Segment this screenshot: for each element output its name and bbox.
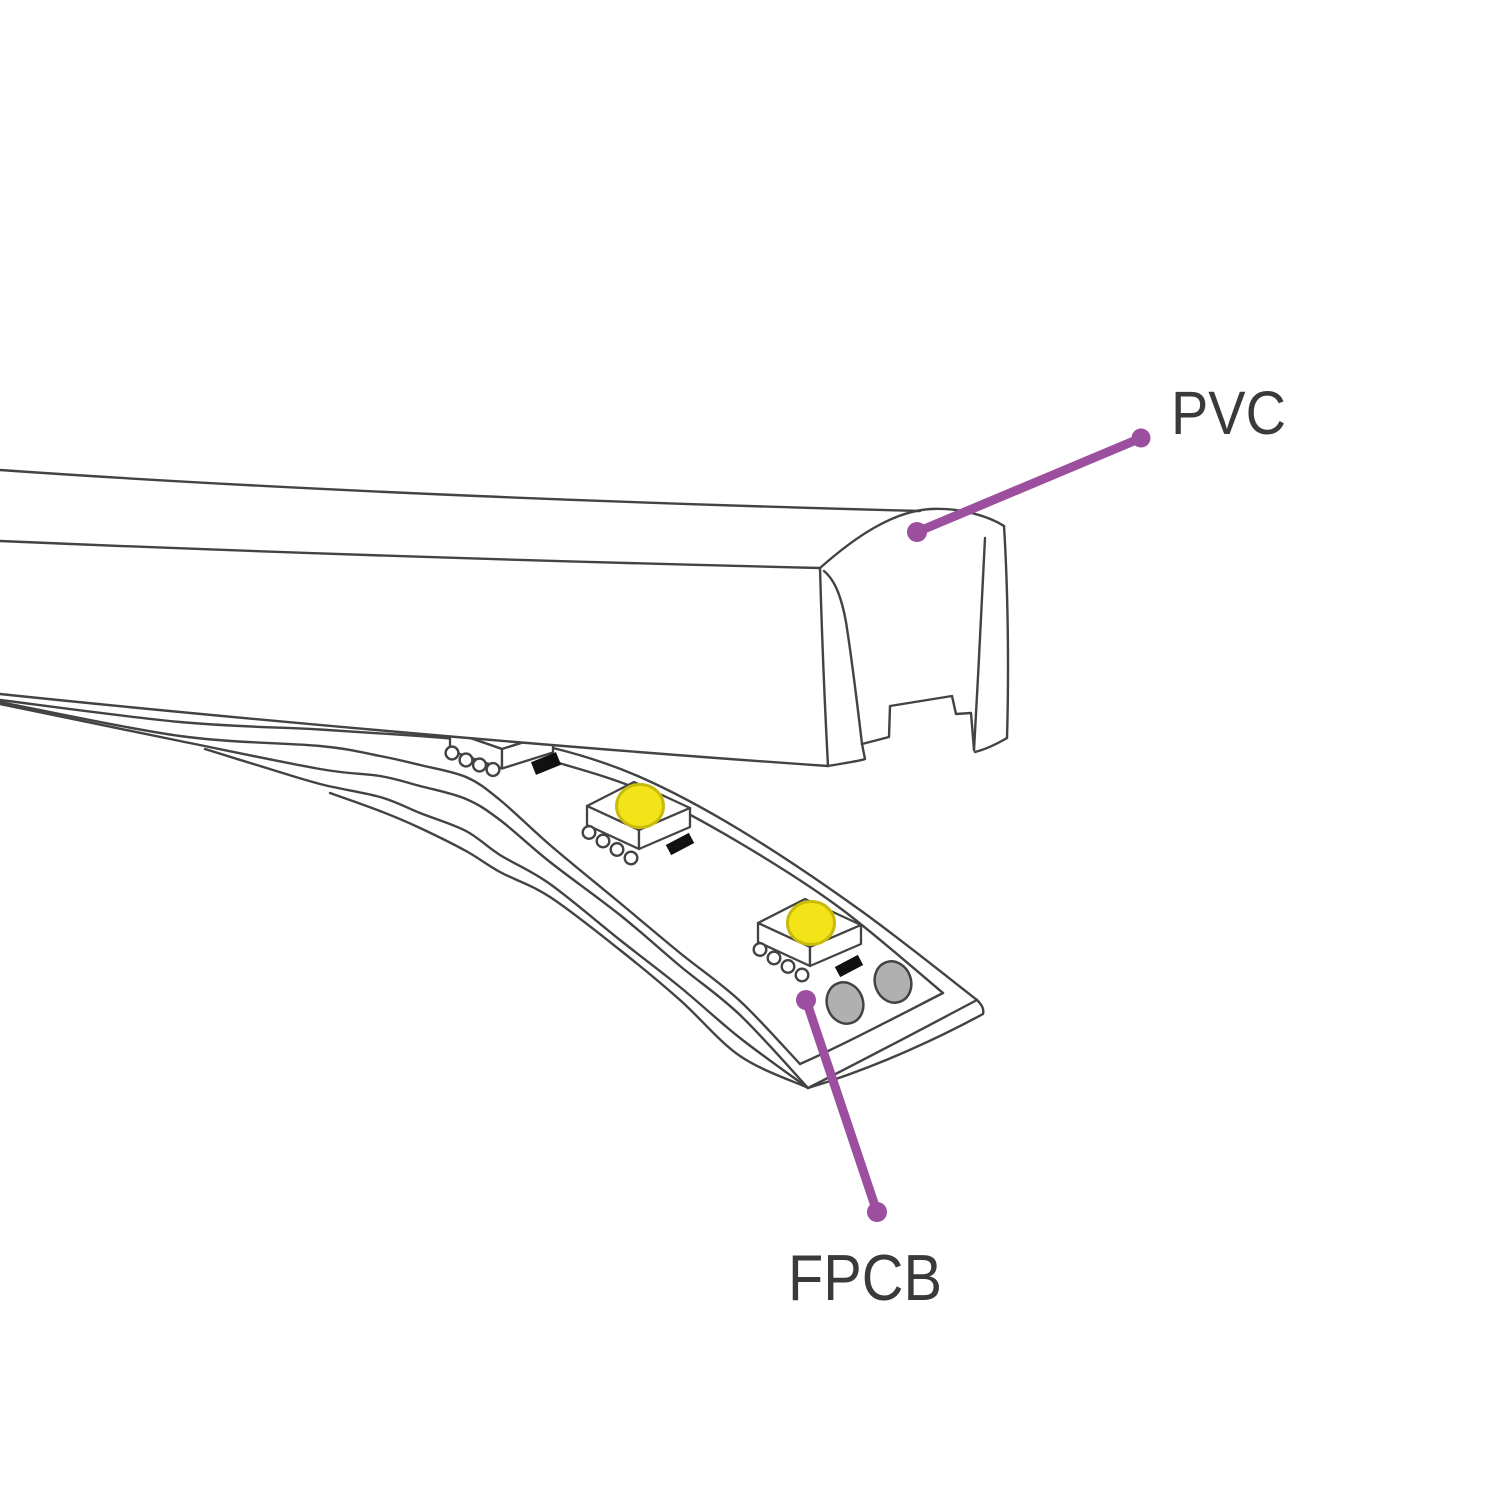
svg-text:FPCB: FPCB <box>788 1241 942 1314</box>
svg-text:PVC: PVC <box>1171 379 1286 447</box>
